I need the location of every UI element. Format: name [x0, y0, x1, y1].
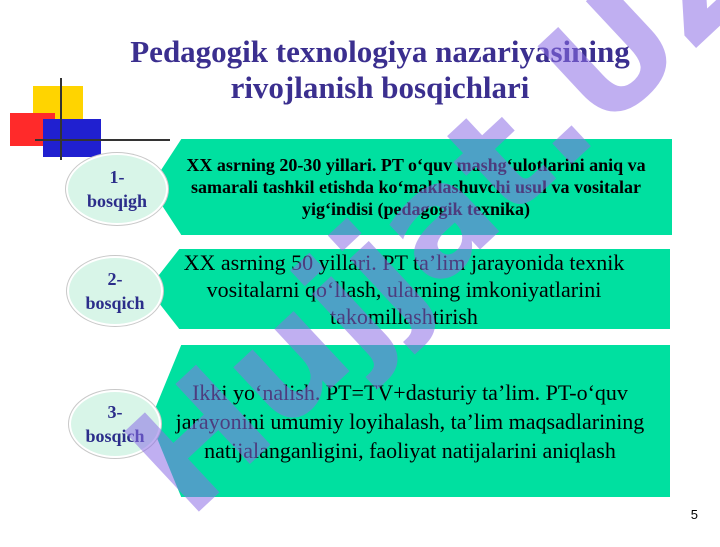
page-number: 5 [690, 507, 698, 522]
stage-2-word: bosqich [85, 293, 145, 313]
stage-1-badge: 1- bosqigh [66, 153, 168, 225]
stage-1-number: 1- [109, 167, 125, 187]
stage-2-box: XX asrning 50 yillari. PT ta’lim jarayon… [148, 249, 670, 329]
stage-3-box: Ikki yo‘nalish. PT=TV+dasturiy ta’lim. P… [150, 345, 670, 497]
decor-blue-square [43, 119, 101, 157]
stage-3-badge: 3- bosqich [69, 390, 161, 458]
title-line-1: Pedagogik texnologiya nazariyasining [130, 34, 630, 69]
stage-3-text: Ikki yo‘nalish. PT=TV+dasturiy ta’lim. P… [175, 379, 645, 463]
title-line-2: rivojlanish bosqichlari [230, 70, 530, 105]
stage-3-number: 3- [107, 402, 123, 422]
stage-2-number: 2- [107, 269, 123, 289]
stage-1-word: bosqigh [86, 191, 148, 211]
stage-2-badge: 2- bosqich [67, 256, 163, 326]
decor-horizontal-line [35, 139, 170, 141]
stage-1-box: XX asrning 20-30 yillari. PT o‘quv mashg… [150, 139, 672, 235]
stage-2-text: XX asrning 50 yillari. PT ta’lim jarayon… [183, 250, 625, 329]
stage-3-word: bosqich [85, 426, 145, 446]
decor-vertical-line [60, 78, 62, 160]
slide-title: Pedagogik texnologiya nazariyasining riv… [80, 34, 680, 106]
stage-1-text: XX asrning 20-30 yillari. PT o‘quv mashg… [186, 155, 646, 219]
